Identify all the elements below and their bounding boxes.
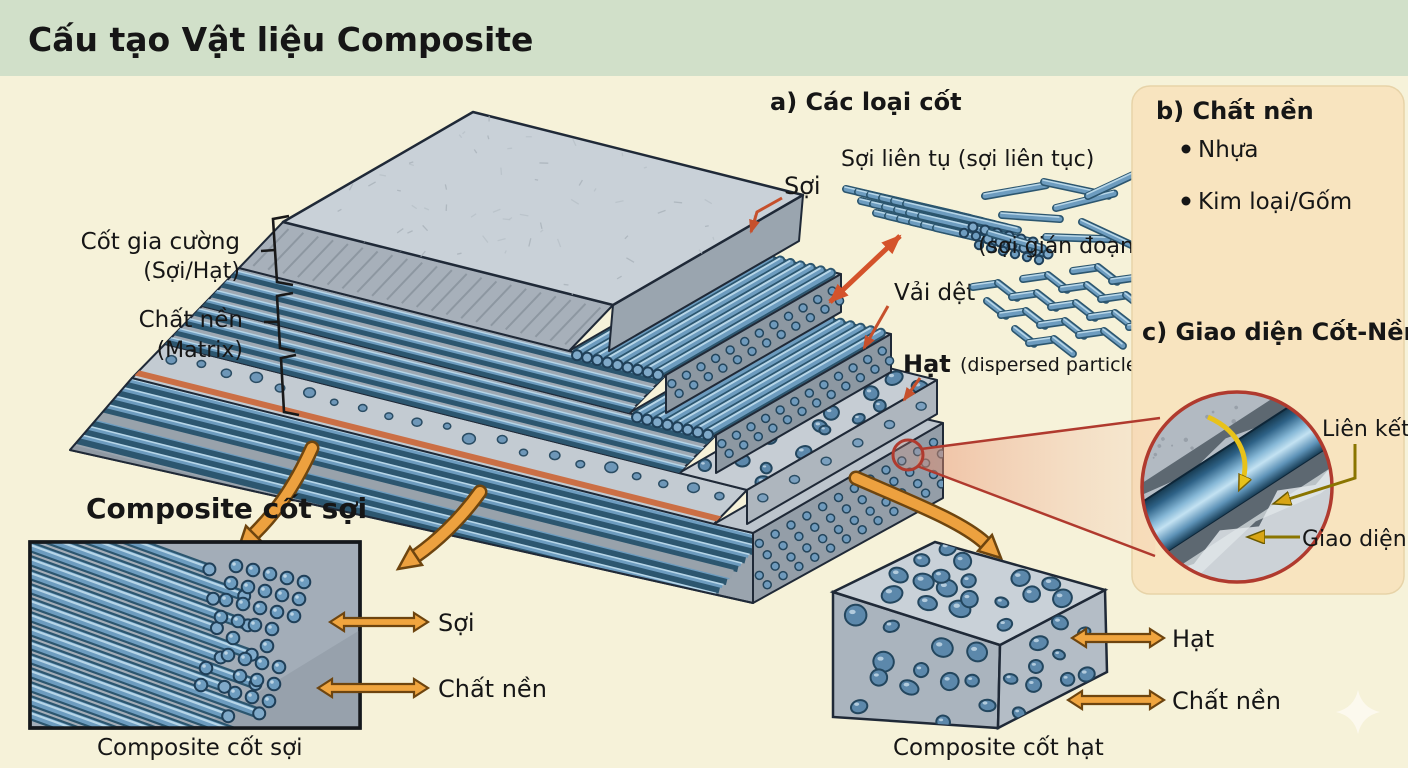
exchange-arrow <box>828 234 902 304</box>
fiber-layer2-rod-ends <box>667 286 845 399</box>
matrix-front-stripes <box>70 378 753 603</box>
section-c-heading: c) Giao diện Cốt-Nền <box>1142 318 1408 346</box>
stack-labels: Cốt gia cường (Sợi/Hạt) Chất nền (Matrix… <box>81 214 300 417</box>
fiber-composite-illustration <box>30 542 360 728</box>
matrix-bracket <box>275 291 296 353</box>
particle-composite-caption: Composite cốt hạt <box>893 735 1104 761</box>
inset-matrix-light <box>1142 420 1332 582</box>
lower-bracket <box>279 353 300 417</box>
reinforcement-label: Cốt gia cường <box>81 229 240 255</box>
particle-sublabel: (dispersed particle) <box>960 354 1145 376</box>
matrix-pointer-arrow <box>315 676 431 700</box>
bullet-icon <box>1181 196 1191 206</box>
magnifier-line-bottom <box>916 464 1156 558</box>
magnifier-source-circle <box>891 438 925 472</box>
brace-group <box>260 214 300 417</box>
particle-composite-section: Hạt Chất nền Composite cốt hạt <box>829 470 1281 761</box>
bond-arrow <box>1206 414 1245 488</box>
inset-interface-right <box>1142 415 1332 582</box>
magnifier-line-top <box>920 416 1161 451</box>
sparkle-icon <box>1336 690 1380 734</box>
fiber-callout-label: Sợi <box>784 172 821 200</box>
header-band <box>0 0 1408 76</box>
particle-layer-end <box>746 379 938 525</box>
inset-border <box>1140 390 1334 584</box>
matrix-item-plastic: Nhựa <box>1198 137 1258 163</box>
matrix-item-metal-ceramic: Kim loại/Gốm <box>1198 189 1352 215</box>
top-slab-hatch <box>252 228 602 346</box>
woven-leader-line <box>862 305 890 350</box>
fiber-composite-heading: Composite cốt sợi <box>86 492 367 525</box>
fiber-leader-line <box>749 196 783 234</box>
section-b-heading: b) Chất nền <box>1156 97 1314 125</box>
curved-arrow-c <box>851 473 990 548</box>
fiber-pointer-arrow <box>327 610 431 634</box>
curved-arrow-a <box>249 443 317 539</box>
particle-composite-particle-label: Hạt <box>1172 625 1214 653</box>
bond-leader-line <box>1276 444 1357 503</box>
fiber-composite-caption: Composite cốt sợi <box>97 735 303 761</box>
curved-arrow-b-head <box>395 544 425 571</box>
discontinuous-fiber-label: (sợi gián đoạn) <box>978 234 1143 259</box>
fiber-layer1-stripes <box>165 306 716 473</box>
header: Cấu tạo Vật liệu Composite <box>0 0 1408 76</box>
magnifier-wedge <box>917 418 1160 556</box>
fiber-composite-matrix-label: Chất nền <box>438 675 547 703</box>
particle-band-detail <box>132 354 732 524</box>
fiber-composite-section: Composite cốt sợi Sợi Chất nền Composite… <box>28 492 547 761</box>
cube-left-particles <box>843 603 997 728</box>
magnifier-callout <box>891 416 1161 558</box>
laminate-stack <box>69 110 944 604</box>
curved-arrow-c-head <box>975 532 1004 560</box>
fiber-layer1-rod-ends <box>717 346 895 459</box>
interface-label: Giao diện <box>1302 527 1407 552</box>
particle-composite-matrix-label: Chất nền <box>1172 687 1281 715</box>
particle-leader-line <box>902 377 922 402</box>
cube-top-particles <box>880 542 1073 632</box>
section-a-heading: a) Các loại cốt <box>770 88 962 116</box>
fiber-composite-fiber-label: Sợi <box>438 609 475 637</box>
particle-label: Hạt <box>903 350 951 378</box>
particle-pointer-arrow <box>1069 626 1167 650</box>
curved-arrow-b <box>411 487 485 561</box>
bond-label: Liên kết <box>1322 417 1408 442</box>
matrix-label: Chất nền <box>139 307 243 333</box>
discontinuous-fibers <box>981 170 1139 253</box>
interface-inset: Liên kết Giao diện <box>1140 390 1408 584</box>
woven-label: Vải dệt <box>894 280 975 306</box>
page-title: Cấu tạo Vật liệu Composite <box>28 20 533 59</box>
particle-end-detail <box>757 401 927 503</box>
reinforcement-bracket-tick <box>260 248 276 253</box>
bullet-icon <box>1181 144 1191 154</box>
matrix-sublabel: (Matrix) <box>157 338 243 363</box>
rod-end-grid <box>754 437 943 590</box>
reinforcement-sublabel: (Sợi/Hạt) <box>143 259 240 284</box>
inset-matrix-rough <box>1142 392 1332 535</box>
matrix-pointer-arrow2 <box>1065 688 1167 712</box>
continuous-fiber-label: Sợi liên tụ (sợi liên tục) <box>841 147 1094 172</box>
top-slab-surface <box>281 110 805 307</box>
